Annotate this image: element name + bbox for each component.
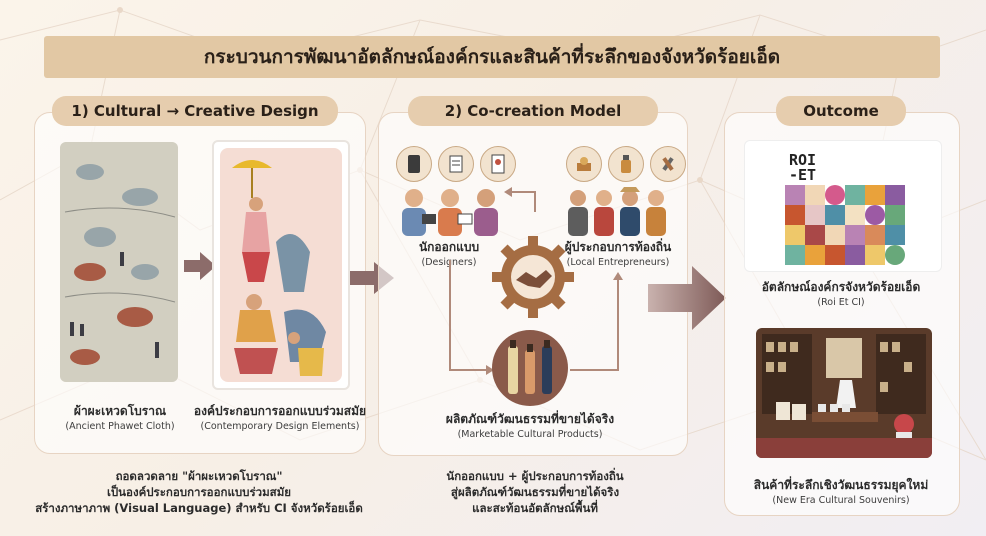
entrepreneurs-group-illustration <box>568 187 666 236</box>
tablet-icon <box>396 146 432 182</box>
cultural-heading: 1) Cultural → Creative Design <box>52 96 338 126</box>
roi-et-logo-text: ROI -ET <box>789 151 817 184</box>
souvenir-shop-image <box>756 328 932 458</box>
contemporary-design-image <box>212 140 350 390</box>
designers-group-illustration <box>402 189 498 236</box>
cultural-description: ถอดลวดลาย "ผ้าผะเหวดโบราณ" เป็นองค์ประกอ… <box>35 469 363 515</box>
entrepreneurs-caption: ผู้ประกอบการท้องถิ่น (Local Entrepreneur… <box>564 240 672 268</box>
cultural-products-illustration <box>492 330 568 406</box>
notepad-icon <box>438 146 474 182</box>
ancient-cloth-caption: ผ้าผะเหวดโบราณ (Ancient Phawet Cloth) <box>65 404 175 432</box>
food-basket-icon <box>566 146 602 182</box>
outcome-heading: Outcome <box>776 96 906 126</box>
products-caption: ผลิตภัณฑ์วัฒนธรรมที่ขายได้จริง (Marketab… <box>445 412 615 440</box>
souvenirs-caption: สินค้าที่ระลึกเชิงวัฒนธรรมยุคใหม่ (New E… <box>753 478 929 506</box>
roi-et-ci-caption: อัตลักษณ์องค์กรจังหวัดร้อยเอ็ด (Roi Et C… <box>761 280 921 308</box>
bottle-icon <box>608 146 644 182</box>
page-title: กระบวนการพัฒนาอัตลักษณ์องค์กรและสินค้าที… <box>203 46 781 68</box>
contemporary-design-caption: องค์ประกอบการออกแบบร่วมสมัย (Contemporar… <box>193 404 367 432</box>
title-banner: กระบวนการพัฒนาอัตลักษณ์องค์กรและสินค้าที… <box>44 36 940 78</box>
cocreation-heading: 2) Co-creation Model <box>408 96 658 126</box>
tools-icon <box>650 146 686 182</box>
ancient-phawet-cloth-image <box>60 142 178 382</box>
designer-tool-icons <box>396 146 516 182</box>
cocreation-description: นักออกแบบ + ผู้ประกอบการท้องถิ่น สู่ผลิต… <box>446 469 624 515</box>
gear-handshake-icon <box>492 236 574 318</box>
cocreation-flow-arrows <box>449 187 623 375</box>
roi-et-ci-image: ROI -ET <box>744 140 942 272</box>
big-arrow-right-icon <box>648 266 726 330</box>
entrepreneur-tool-icons <box>566 146 686 182</box>
document-icon <box>480 146 516 182</box>
designers-caption: นักออกแบบ (Designers) <box>418 240 480 268</box>
arrow-right-icon <box>184 252 216 280</box>
